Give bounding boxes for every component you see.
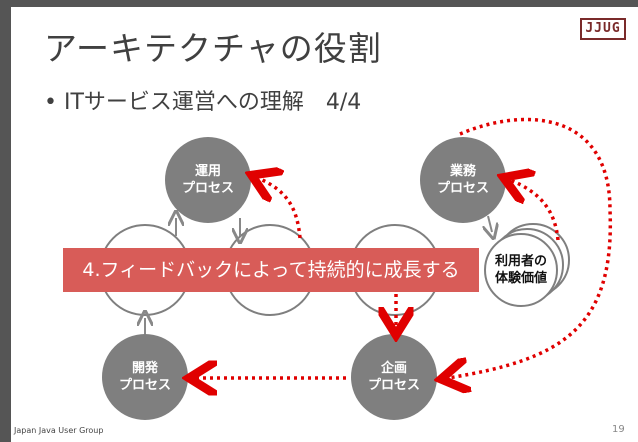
logo-text: JJUG bbox=[585, 21, 621, 36]
slide-title: アーキテクチャの役割 bbox=[44, 29, 382, 68]
biz-process-node bbox=[420, 137, 506, 223]
feedback-arrow-to-ops bbox=[258, 178, 302, 239]
connector-down-biz bbox=[488, 215, 492, 232]
ops-label-line1: 運用 bbox=[194, 164, 221, 179]
feedback-arrow-to-biz bbox=[510, 180, 560, 241]
ux-label-line2: 体験価値 bbox=[494, 271, 547, 286]
ops-process-label: 運用 プロセス bbox=[178, 163, 238, 197]
plan-label-line1: 企画 bbox=[380, 361, 407, 376]
biz-label-line2: プロセス bbox=[436, 181, 489, 196]
ux-label-line1: 利用者の bbox=[494, 254, 547, 269]
biz-label-line1: 業務 bbox=[449, 164, 476, 179]
ops-process-node bbox=[165, 137, 251, 223]
plan-process-label: 企画 プロセス bbox=[364, 360, 424, 394]
biz-process-label: 業務 プロセス bbox=[433, 163, 493, 197]
plan-label-line2: プロセス bbox=[367, 378, 420, 393]
feedback-banner: 4.フィードバックによって持続的に成長する bbox=[63, 248, 479, 292]
bullet-text: • ITサービス運営への理解 4/4 bbox=[44, 90, 362, 115]
dev-process-label: 開発 プロセス bbox=[115, 360, 175, 394]
ops-label-line2: プロセス bbox=[181, 181, 234, 196]
dev-process-node bbox=[102, 334, 188, 420]
ux-value-label: 利用者の 体験価値 bbox=[486, 253, 556, 287]
dev-label-line1: 開発 bbox=[131, 361, 158, 376]
dev-label-line2: プロセス bbox=[118, 378, 171, 393]
ux-circle bbox=[484, 233, 558, 307]
slide-top-border bbox=[0, 0, 638, 7]
jjug-logo: JJUG bbox=[580, 18, 626, 40]
slide-left-border bbox=[0, 0, 11, 442]
feedback-arrow-loop-top bbox=[448, 117, 613, 378]
plan-process-node bbox=[351, 334, 437, 420]
footer-text: Japan Java User Group bbox=[14, 426, 104, 435]
page-number: 19 bbox=[612, 424, 625, 435]
